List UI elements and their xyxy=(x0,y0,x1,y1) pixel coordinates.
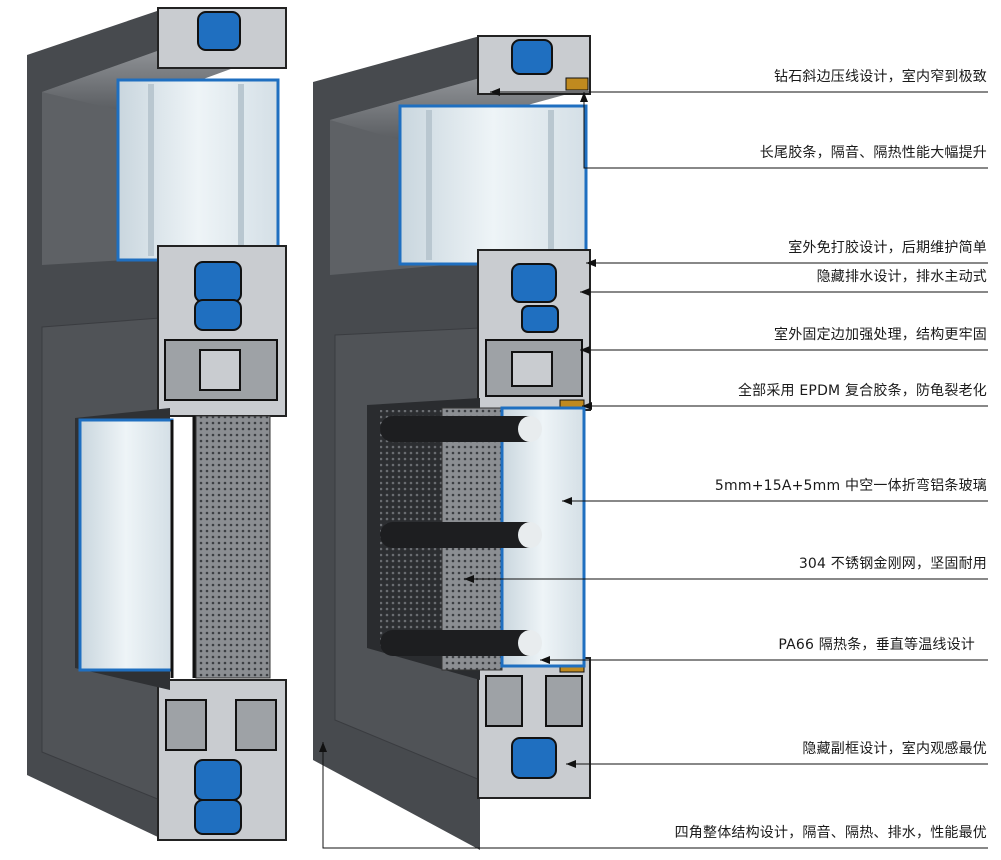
left-upper-glass xyxy=(116,78,280,262)
callout-lines xyxy=(319,88,988,849)
callout-epdm-gaskets: 全部采用 EPDM 复合胶条，防龟裂老化 xyxy=(737,383,987,399)
callout-diamond-bevel-bead: 钻石斜边压线设计，室内窄到极致 xyxy=(774,69,987,85)
callout-stainless-mesh: 304 不锈钢金刚网，坚固耐用 xyxy=(798,556,987,572)
left-lower-glass xyxy=(78,418,174,672)
callout-glue-free-exterior: 室外免打胶设计，后期维护简单 xyxy=(788,240,987,256)
callout-hidden-subframe: 隐藏副框设计，室内观感最优 xyxy=(802,741,987,757)
callout-pa66-thermal-break: PA66 隔热条，垂直等温线设计 xyxy=(778,637,975,653)
left-profile-section xyxy=(157,7,287,841)
callout-reinforced-fixed-edge: 室外固定边加强处理，结构更牢固 xyxy=(774,327,987,343)
callout-hidden-drainage: 隐藏排水设计，排水主动式 xyxy=(816,269,987,285)
left-security-mesh xyxy=(195,415,271,679)
left-window-unit xyxy=(27,7,287,841)
right-profile-section xyxy=(477,35,591,799)
right-window-unit xyxy=(313,35,591,850)
callout-insulated-glass: 5mm+15A+5mm 中空一体折弯铝条玻璃 xyxy=(714,478,987,494)
callout-long-tail-gasket: 长尾胶条，隔音、隔热性能大幅提升 xyxy=(759,145,987,161)
callout-integral-corner-structure: 四角整体结构设计，隔音、隔热、排水，性能最优 xyxy=(674,825,987,841)
